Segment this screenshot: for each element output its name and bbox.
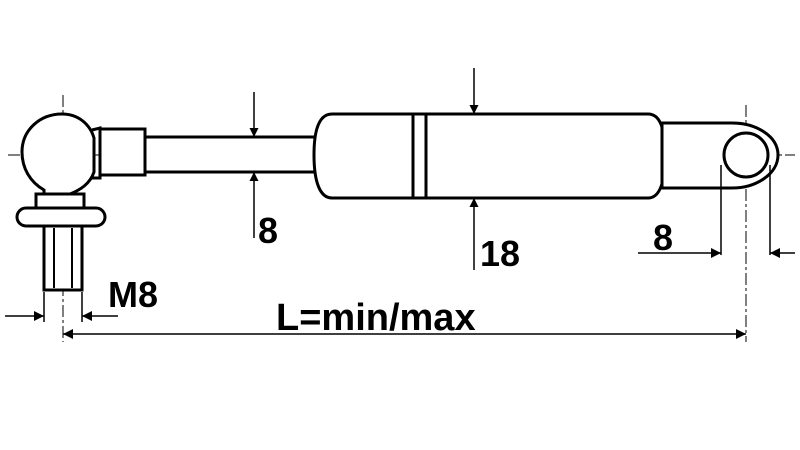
eye-end [660, 121, 780, 255]
length-label: L=min/max [276, 297, 476, 339]
rod-collar [98, 127, 147, 177]
ball-joint-housing [20, 112, 96, 196]
ball-stud-neck [34, 192, 86, 210]
cylinder [312, 112, 667, 200]
ball-stud-flange [15, 206, 107, 228]
eye-width-label: 8 [653, 217, 673, 258]
cylinder-diameter-label: 18 [480, 233, 520, 274]
piston-rod [143, 135, 322, 174]
rod-diameter-label: 8 [258, 210, 278, 251]
thread-label: M8 [108, 274, 158, 315]
eye-hole [722, 131, 770, 179]
ball-joint [15, 112, 147, 292]
thread-dimension [5, 292, 118, 322]
cylinder-body [312, 112, 667, 200]
piston-rod-body [143, 135, 322, 174]
threaded-stud [42, 224, 84, 292]
